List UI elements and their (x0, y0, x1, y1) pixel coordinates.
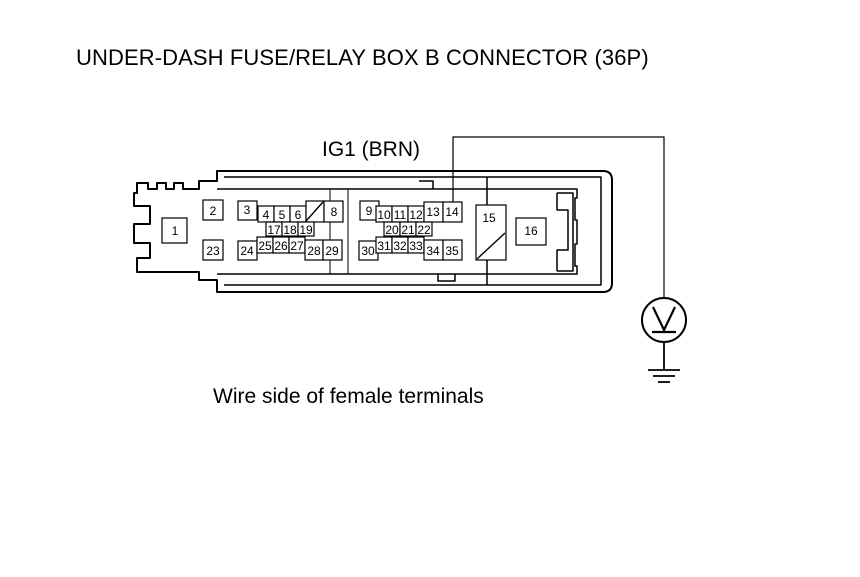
terminal-box (161, 217, 188, 244)
terminal-label: 10 (377, 208, 391, 222)
connector-outline (133, 170, 613, 293)
terminal-label: 1 (172, 224, 179, 238)
blank-slot-mark (305, 201, 324, 222)
terminal-box (322, 239, 343, 261)
terminal-label: 19 (299, 223, 313, 237)
terminal-label: 16 (524, 224, 538, 238)
terminal-box (442, 239, 463, 261)
terminal-label: 21 (401, 223, 415, 237)
terminal-label: 11 (394, 208, 407, 222)
terminal-label: 30 (361, 244, 375, 258)
terminal-label: 32 (393, 239, 407, 253)
terminal-label: 17 (267, 223, 281, 237)
voltmeter-icon (641, 297, 687, 343)
terminal-label: 29 (325, 244, 339, 258)
terminal-box (515, 217, 547, 246)
probe-wire (452, 136, 665, 298)
terminal-label: 12 (409, 208, 423, 222)
terminal-label: 34 (426, 244, 440, 258)
terminal-box (202, 199, 224, 221)
terminal-label: 9 (366, 204, 373, 218)
terminal-label: 26 (274, 239, 288, 253)
ground-icon (648, 342, 680, 383)
caption: Wire side of female terminals (213, 385, 484, 408)
terminal-label: 3 (244, 203, 251, 217)
terminal-label: 25 (258, 239, 272, 253)
terminal-label: 14 (445, 205, 459, 219)
terminal-label: 20 (385, 223, 399, 237)
page-title: UNDER-DASH FUSE/RELAY BOX B CONNECTOR (3… (76, 45, 649, 70)
terminal-label: 35 (445, 244, 459, 258)
terminal-label: 8 (331, 205, 338, 219)
terminal-box (297, 221, 315, 237)
terminal-label: 15 (482, 211, 496, 225)
terminal-label: 4 (263, 208, 270, 222)
terminal-label: 6 (295, 208, 302, 222)
wire-label: IG1 (BRN) (322, 138, 421, 161)
terminal-label: 28 (307, 244, 321, 258)
terminal-label: 13 (426, 205, 440, 219)
terminal-label: 33 (409, 239, 423, 253)
terminal-box (237, 200, 258, 221)
terminal-label: 22 (417, 223, 431, 237)
blank-slot-mark (476, 232, 506, 260)
terminal-box (323, 200, 344, 223)
terminal-label: 23 (206, 244, 220, 258)
terminal-label: 27 (290, 239, 304, 253)
terminal-box (415, 221, 433, 237)
terminal-label: 24 (240, 244, 254, 258)
terminal-label: 5 (279, 208, 286, 222)
terminal-label: 18 (283, 223, 297, 237)
terminal-box (475, 204, 507, 261)
terminal-box (202, 239, 224, 261)
terminal-label: 2 (210, 204, 217, 218)
terminal-label: 31 (377, 239, 391, 253)
